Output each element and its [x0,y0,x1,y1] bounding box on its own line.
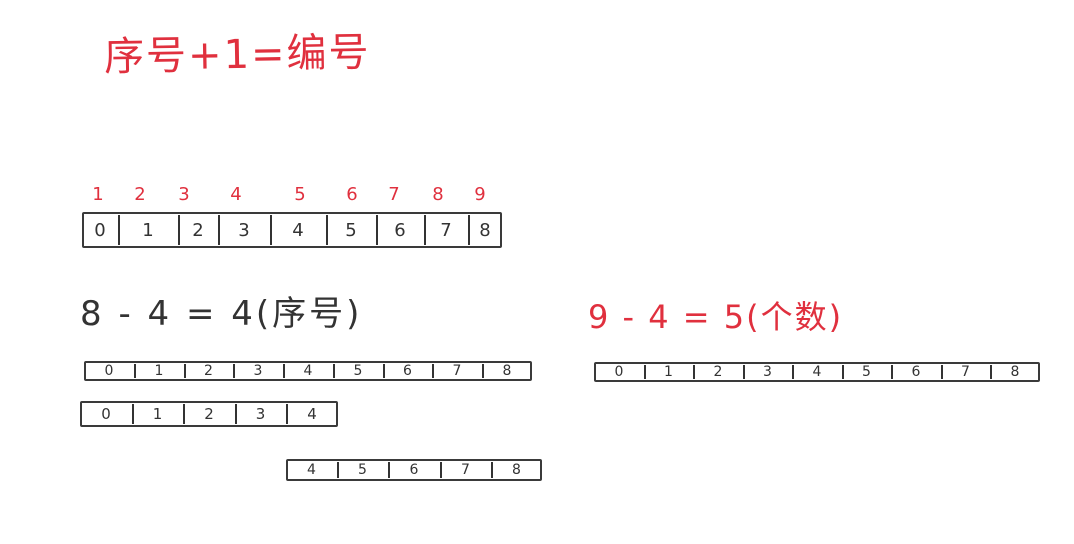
position-label: 8 [432,184,444,205]
array-cell: 2 [713,364,723,380]
cell-divider [183,404,185,424]
array-cell: 7 [961,364,970,380]
cell-divider [270,215,272,245]
array-cell: 0 [101,405,111,423]
cell-divider [990,365,992,379]
array-cell: 7 [452,363,462,379]
position-label: 2 [134,184,146,205]
array-cell: 4 [812,364,822,380]
cell-divider [235,404,237,424]
array-cell: 2 [204,363,213,379]
array-cell: 6 [409,462,419,478]
array-main: 0 1 2 3 4 5 6 7 8 [82,212,502,248]
array-second-half: 4 5 6 7 8 [286,459,542,481]
cell-divider [218,215,220,245]
position-label: 9 [474,184,486,205]
position-label: 5 [294,184,306,205]
equation-right: 9 - 4 = 5(个数) [588,298,844,336]
array-first-half: 0 1 2 3 4 [80,401,338,427]
array-cell: 5 [353,363,363,379]
array-full-right: 0 1 2 3 4 5 6 7 8 [594,362,1040,382]
array-cell: 0 [104,363,114,379]
cell-divider [440,462,442,478]
array-cell: 2 [192,219,204,241]
position-label: 7 [388,184,400,205]
cell-divider [941,365,943,379]
array-cell: 6 [911,364,921,380]
array-cell: 8 [1010,364,1020,380]
array-cell: 7 [461,462,470,478]
array-cell: 3 [253,363,263,379]
array-cell: 8 [502,363,512,379]
cell-divider [383,364,385,378]
cell-divider [326,215,328,245]
cell-divider [842,365,844,379]
cell-divider [891,365,893,379]
cell-divider [424,215,426,245]
array-cell: 4 [303,363,313,379]
array-cell: 3 [255,405,266,423]
cell-divider [283,364,285,378]
cell-divider [178,215,180,245]
cell-divider [286,404,288,424]
cell-divider [644,365,646,379]
cell-divider [743,365,745,379]
array-border [80,401,338,427]
array-cell: 5 [345,219,357,241]
cell-divider [337,462,339,478]
cell-divider [792,365,794,379]
array-cell: 2 [204,405,214,423]
cell-divider [432,364,434,378]
array-cell: 4 [307,462,316,478]
array-cell: 3 [763,364,772,380]
array-cell: 1 [154,363,164,379]
array-border [82,212,502,248]
cell-divider [388,462,390,478]
array-cell: 6 [403,363,412,379]
array-cell: 7 [440,219,452,241]
array-cell: 1 [152,405,163,423]
array-cell: 4 [307,405,317,423]
page-title: 序号+1=编号 [103,29,371,81]
array-cell: 1 [142,219,154,241]
cell-divider [132,404,134,424]
array-cell: 0 [614,364,624,380]
cell-divider [333,364,335,378]
cell-divider [491,462,493,478]
cell-divider [233,364,235,378]
array-cell: 4 [292,219,304,241]
array-border [594,362,1040,382]
cell-divider [184,364,186,378]
array-cell: 8 [512,462,521,478]
array-cell: 8 [479,219,491,241]
array-cell: 1 [664,364,673,380]
cell-divider [134,364,136,378]
array-cell: 0 [94,219,106,241]
position-label: 3 [178,184,190,205]
array-cell: 5 [358,462,367,478]
array-border [84,361,532,381]
cell-divider [482,364,484,378]
position-label: 4 [230,184,242,205]
array-cell: 5 [862,364,871,380]
cell-divider [376,215,378,245]
position-label: 6 [346,184,358,205]
array-full-left: 0 1 2 3 4 5 6 7 8 [84,361,532,381]
array-cell: 6 [394,219,406,241]
cell-divider [693,365,695,379]
position-label: 1 [92,184,104,205]
array-cell: 3 [238,219,250,241]
equation-left: 8 - 4 = 4(序号) [80,294,363,334]
cell-divider [118,215,120,245]
array-border [286,459,542,481]
cell-divider [468,215,470,245]
